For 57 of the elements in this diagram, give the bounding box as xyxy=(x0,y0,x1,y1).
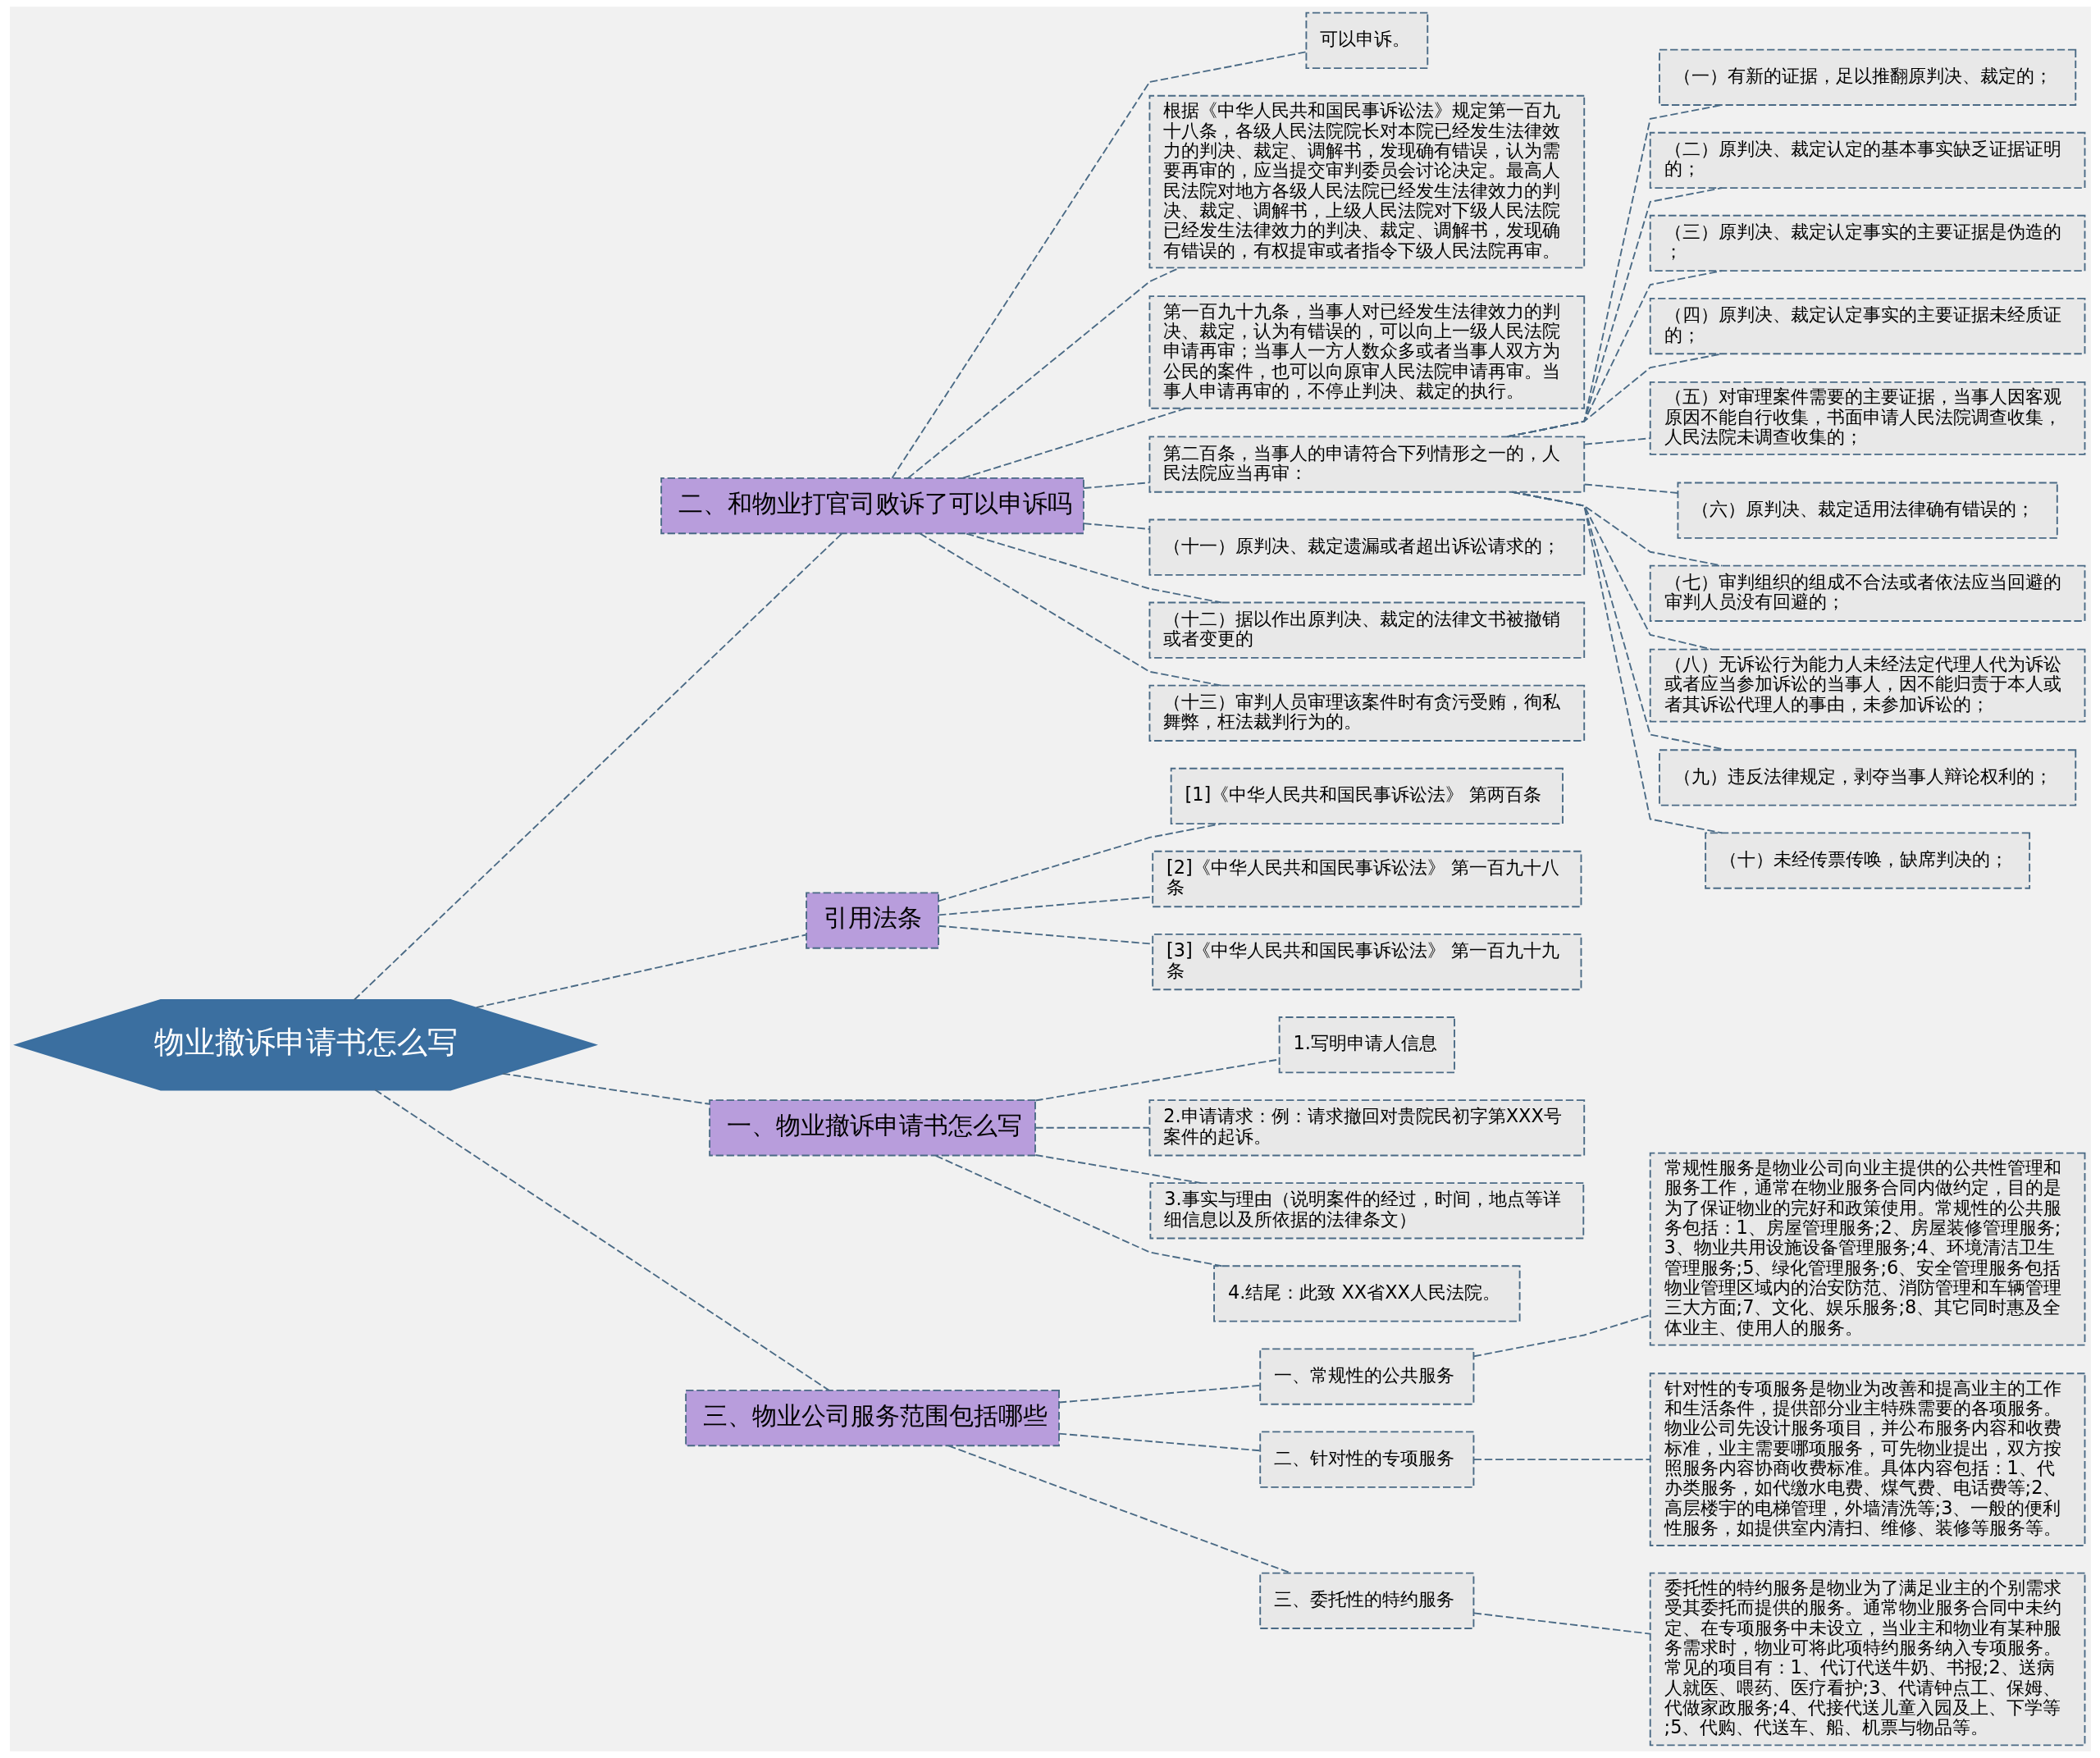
connector xyxy=(891,51,1307,479)
node-box: （十一）原判决、裁定遗漏或者超出诉讼请求的； xyxy=(1148,518,1585,576)
node-box: [2]《中华人民共和国民事诉讼法》 第一百九十八条 xyxy=(1151,850,1582,908)
node-box: （四）原判决、裁定认定事实的主要证据未经质证的； xyxy=(1649,297,2085,355)
connector xyxy=(1506,187,1723,438)
connector xyxy=(353,532,842,1001)
node-box: （十）未经传票传唤，缺席判决的； xyxy=(1704,832,2030,889)
connector xyxy=(475,934,806,1009)
node-box: 可以申诉。 xyxy=(1304,11,1428,69)
connector xyxy=(501,1072,710,1105)
node-box: 针对性的专项服务是物业为改善和提高业主的工作和生活条件，提供部分业主特殊需要的各项服务。物业公司先设计服务项目，并公布服务内容和收费标准，业主需要哪项服务，可先物业提出，双方按照服务内容协商收费标准。具体内容包括：1、代办类服务，如代缴水电费、煤气费、电话费等;2、高层楼宇的电梯管理，外墙清洗等;3、一般的便利性服务，如提供室内清扫、维修、装修等服务等。 xyxy=(1649,1372,2085,1546)
node-box: （八）无诉讼行为能力人未经法定代理人代为诉讼或者应当参加诉讼的当事人，因不能归责于本人或者其诉讼代理人的事由，未参加诉讼的； xyxy=(1649,648,2085,723)
node-box: 委托性的特约服务是物业为了满足业主的个别需求受其委托而提供的服务。通常物业服务合同中未约定、在专项服务中未设立，当业主和物业有某种服务需求时，物业可将此项特约服务纳入专项服务。常见的项目有：1、代订代送牛奶、书报;2、送病人就医、喂药、医疗看护;3、代请钟点工、保姆、代做家政服务;4、代接代送儿童入园及上、下学等;5、代购、代送车、船、机票与物品等。 xyxy=(1649,1572,2085,1747)
connector xyxy=(1472,1459,1650,1461)
connector xyxy=(1583,483,1678,494)
connector xyxy=(1506,104,1723,438)
connector xyxy=(1511,491,1723,834)
connector xyxy=(1057,1432,1260,1452)
node-box: 三、物业公司服务范围包括哪些 xyxy=(684,1389,1060,1447)
connector xyxy=(1082,482,1150,489)
node-box: [3]《中华人民共和国民事诉讼法》 第一百九十九条 xyxy=(1151,933,1582,991)
node-box: 1.写明申请人信息 xyxy=(1278,1016,1455,1074)
connector xyxy=(1057,1384,1260,1404)
connector xyxy=(1583,437,1651,445)
connector xyxy=(1506,270,1723,438)
connector xyxy=(1034,1126,1150,1129)
node-box: 4.结尾：此致 XX省XX人民法院。 xyxy=(1212,1265,1521,1322)
node-box: [1]《中华人民共和国民事诉讼法》 第两百条 xyxy=(1170,767,1564,825)
node-box: （二）原判决、裁定认定的基本事实缺乏证据证明的； xyxy=(1649,131,2085,189)
node-box: （十三）审判人员审理该案件时有贪污受贿，徇私舞弊，枉法裁判行为的。 xyxy=(1148,684,1585,742)
node-box: （十二）据以作出原判决、裁定的法律文书被撤销或者变更的 xyxy=(1148,601,1585,659)
connector xyxy=(1082,523,1150,530)
connector xyxy=(937,823,1222,902)
node-box: 第一百九十九条，当事人对已经发生法律效力的判决、裁定，认为有错误的，可以向上一级人民法院申请再审；当事人一方人数众多或者当事人双方为公民的案件，也可以向原审人民法院申请再审。当事人申请再审的，不停止判决、裁定的执行。 xyxy=(1148,295,1585,409)
node-box: 三、委托性的特约服务 xyxy=(1258,1572,1474,1629)
node-box: （三）原判决、裁定认定事实的主要证据是伪造的； xyxy=(1649,214,2085,272)
node-box: （九）违反法律规定，剥夺当事人辩论权利的； xyxy=(1658,749,2076,806)
node-box: 3.事实与理由（说明案件的经过，时间，地点等详细信息以及所依据的法律条文） xyxy=(1148,1182,1584,1240)
connector xyxy=(373,1089,830,1391)
node-box: （一）有新的证据，足以推翻原判决、裁定的； xyxy=(1658,48,2076,106)
node-box: 一、常规性的公共服务 xyxy=(1258,1348,1474,1405)
node-box: 第二百条，当事人的申请符合下列情形之一的，人民法院应当再审： xyxy=(1148,436,1585,493)
node-box: （七）审判组织的组成不合法或者依法应当回避的审判人员没有回避的； xyxy=(1649,564,2085,622)
connector xyxy=(906,267,1180,479)
node-box: （五）对审理案件需要的主要证据，当事人因客观原因不能自行收集，书面申请人民法院调查收集，人民法院未调查收集的； xyxy=(1649,381,2085,455)
connector xyxy=(1472,1612,1650,1635)
connector xyxy=(934,1154,1222,1267)
node-box: 二、和物业打官司败诉了可以申诉吗 xyxy=(660,477,1084,535)
node-box: 引用法条 xyxy=(805,892,939,949)
connector xyxy=(961,407,1187,479)
node-box: （六）原判决、裁定适用法律确有错误的； xyxy=(1677,482,2058,539)
connector xyxy=(1472,1314,1650,1358)
node-box: 根据《中华人民共和国民事诉讼法》规定第一百九十八条，各级人民法院院长对本院已经发生法律效力的判决、裁定、调解书，发现确有错误，认为需要再审的，应当提交审判委员会讨论决定。最高人民法院对地方各级人民法院已经发生法律效力的判决、裁定、调解书，上级人民法院对下级人民法院已经发生法律效力的判决、裁定、调解书，发现确有错误的，有权提审或者指令下级人民法院再审。 xyxy=(1148,94,1585,269)
node-box: 二、针对性的专项服务 xyxy=(1258,1431,1474,1488)
node-box: 2.申请请求：例：请求撤回对贵院民初字第XXX号案件的起诉。 xyxy=(1148,1099,1585,1157)
node-box: 常规性服务是物业公司向业主提供的公共性管理和服务工作，通常在物业服务合同内做约定，目的是为了保证物业的完好和政策使用。常规性的公共服务包括：1、房屋管理服务;2、房屋装修管理服务;3、物业共用设施设备管理服务;4、环境清洁卫生管理服务;5、绿化管理服务;6、安全管理服务包括物业管理区域内的治安防范、消防管理和车辆管理三大方面;7、文化、娱乐服务;8、其它同时惠及全体业主、使用人的服务。 xyxy=(1649,1152,2085,1346)
node-box: 一、物业撤诉申请书怎么写 xyxy=(708,1099,1036,1157)
